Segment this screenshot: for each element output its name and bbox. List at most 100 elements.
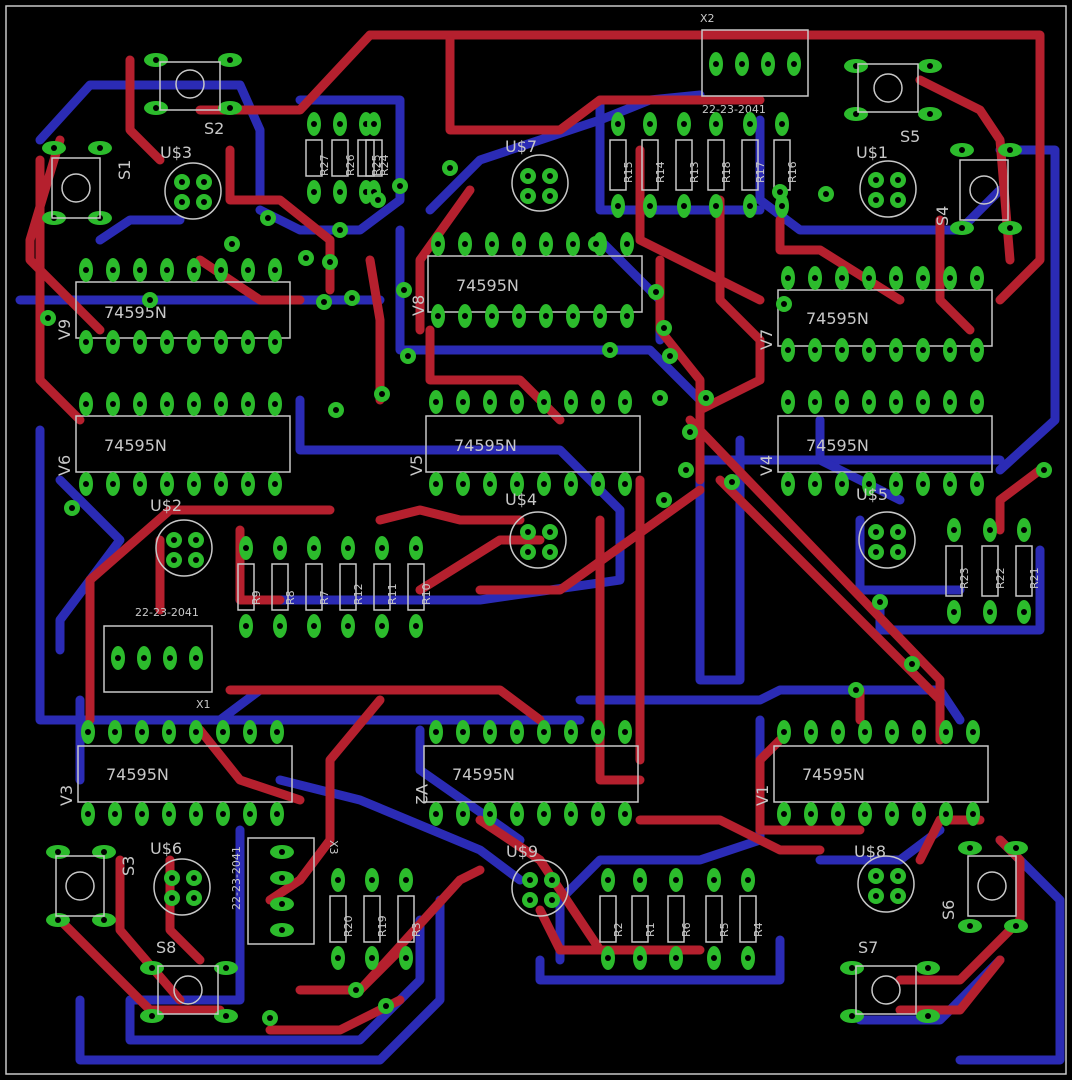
ic-pin-pad [216,720,230,744]
ic-pin-pad [270,720,284,744]
resistor-pad [239,614,253,638]
ic-pin-pad [456,720,470,744]
led-pad [196,174,212,190]
resistor: R20 [329,868,355,970]
pad [998,221,1022,235]
via [298,250,314,266]
pad [840,961,864,975]
ic-pin-pad [162,720,176,744]
resistor: R26 [331,112,357,204]
resistor-pad [273,536,287,560]
resistor: R8 [271,536,297,638]
resistor-pad [307,614,321,638]
ic-pin-pad [79,392,93,416]
led-pad [196,194,212,210]
led-pad [166,532,182,548]
ic-pin-pad [537,802,551,826]
ic-pin-pad [510,472,524,496]
pad [218,53,242,67]
ic-pin-pad [187,330,201,354]
pad [1004,919,1028,933]
resistor-label: R5 [718,922,731,937]
top-copper-layer [25,30,1045,1035]
pad [270,845,294,859]
led-pad [164,890,180,906]
ic-pin-pad [216,802,230,826]
led-pad [520,544,536,560]
ic-pin-pad [943,472,957,496]
ic-pin-pad [781,390,795,414]
led-outline [511,859,569,917]
resistor-pad [409,614,423,638]
resistor-pad [709,112,723,136]
led-label: U$5 [856,485,888,504]
resistor-pad [365,946,379,970]
ic-pin-pad [187,472,201,496]
ic-pin-pad [808,472,822,496]
led-pad [520,168,536,184]
ic-pin-pad [214,392,228,416]
ic-ref-v7: V7 [757,329,776,350]
ic-body-v3 [77,745,293,803]
ic-pin-pad [429,802,443,826]
ic-pin-pad [889,472,903,496]
ic-pin-pad [966,802,980,826]
resistor-pad [709,194,723,218]
ic-pin-pad [835,266,849,290]
resistor-pad [633,868,647,892]
ic-pin-pad [456,390,470,414]
ic-pin-pad [187,258,201,282]
switch-actuator [977,871,1007,901]
via [656,492,672,508]
switch-outline [55,855,105,917]
ic-pin-pad [858,802,872,826]
ic-pin-pad [970,266,984,290]
resistor-pad [947,518,961,542]
ic-pin-pad [512,232,526,256]
resistor-label: R17 [754,161,767,183]
led-pad [522,892,538,908]
pad [916,1009,940,1023]
resistor-pad [983,600,997,624]
resistor-label: R23 [958,567,971,589]
ic-pin-pad [160,472,174,496]
ic-pin-pad [835,472,849,496]
ic-pin-pad [620,304,634,328]
resistor-label: R24 [378,154,391,176]
led-pad [868,524,884,540]
ic-pin-pad [620,232,634,256]
ic-pin-pad [512,304,526,328]
ic-pin-pad [808,390,822,414]
ic-pin-pad [564,472,578,496]
led-outline [509,511,567,569]
resistor: R5 [705,868,731,970]
pad [214,961,238,975]
resistor: R23 [945,518,971,624]
resistor-label: R8 [284,590,297,605]
ic-pin-pad [916,390,930,414]
ic-pin-pad [777,802,791,826]
ic-body-v2 [423,745,639,803]
ic-ref-v2: V2 [412,784,431,805]
resistor-pad [741,946,755,970]
led-outline [858,511,916,569]
ic-pin-pad [939,802,953,826]
resistor: R4 [739,868,765,970]
resistor-pad [677,112,691,136]
ic-value-v9: 74595N [104,303,167,322]
via [678,462,694,478]
switch-label: S1 [115,160,134,180]
via [682,424,698,440]
ic-pin-pad [241,472,255,496]
resistor-label: R21 [1028,567,1041,589]
led-pad [542,168,558,184]
resistor-label: R22 [994,567,1007,589]
via [848,682,864,698]
ic-pin-pad [483,390,497,414]
resistor-pad [707,946,721,970]
resistor: R1 [631,868,657,970]
switch-actuator [969,175,999,205]
resistor-label: R1 [644,922,657,937]
pad [270,923,294,937]
via [378,998,394,1014]
